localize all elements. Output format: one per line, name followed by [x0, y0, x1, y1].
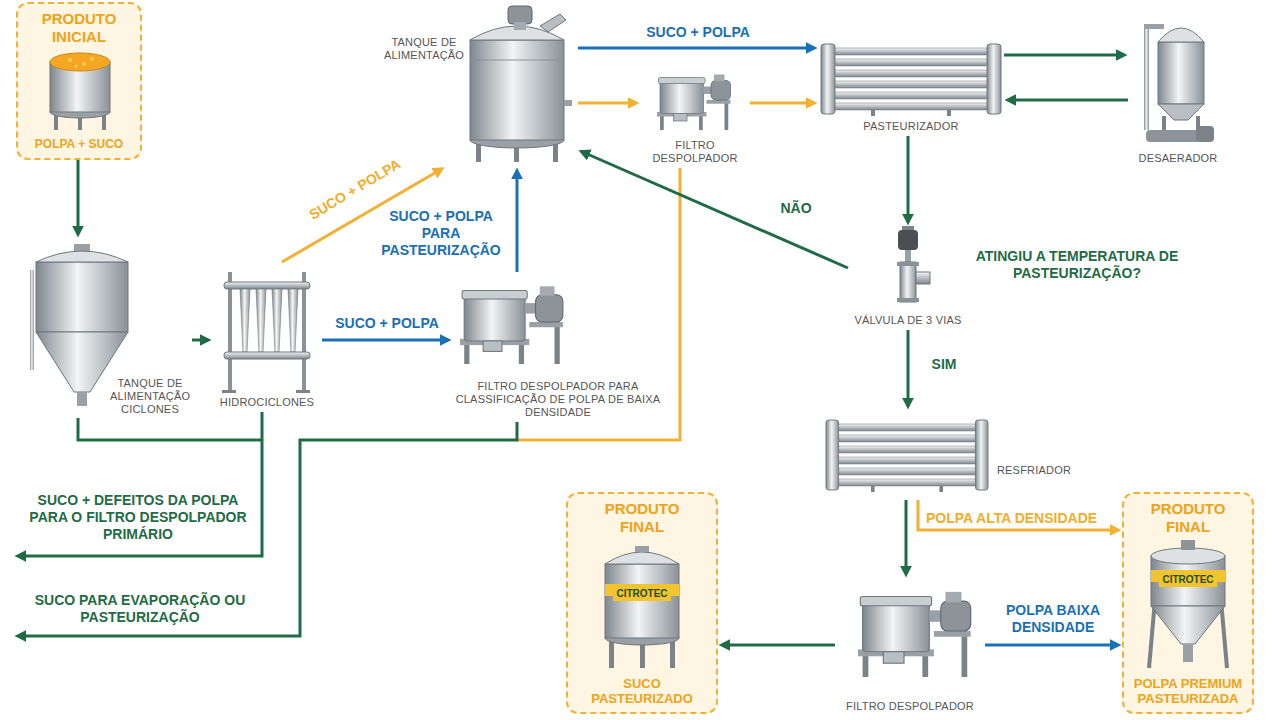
flow-arrow [750, 102, 808, 105]
brand-logo: CITROTEC [1159, 573, 1216, 587]
flow-arrow [322, 339, 442, 342]
deaerator: DESAERADOR [1128, 8, 1228, 168]
outlet-label: SUCO PARA EVAPORAÇÃO OU PASTEURIZAÇÃO [18, 592, 262, 626]
flow-arrow [77, 160, 80, 228]
deaerator-drawing [1144, 24, 1214, 142]
equipment-label: FILTRO DESPOLPADOR PARA CLASSIFICAÇÃO DE… [455, 380, 661, 419]
three-way-valve-drawing [897, 226, 930, 302]
flow-arrow [907, 330, 910, 400]
label-holder: CITROTEC [1152, 569, 1224, 587]
equipment-label: FILTRO DESPOLPADOR [645, 139, 745, 165]
cyclone-feed-tank-drawing [30, 244, 128, 406]
product-box: PRODUTO INICIAL POLPA + SUCO [16, 2, 142, 160]
equipment-label: RESFRIADOR [992, 464, 1076, 477]
product-box-fill [1122, 492, 1254, 714]
flow-arrow [516, 177, 519, 272]
flow-label: NÃO [776, 200, 816, 217]
label-holder: SUCO + DEFEITOS DA POLPA PARA O FILTRO D… [22, 492, 254, 543]
initial-tank [50, 53, 110, 130]
flow-arrow [192, 339, 202, 342]
equipment-label: TANQUE DE ALIMENTAÇÃO CICLONES [110, 377, 190, 416]
product-box: PRODUTO FINAL SUCO PASTEURIZADO [566, 492, 718, 714]
product-heading: PRODUTO FINAL [592, 500, 692, 536]
three-way-valve: VÁLVULA DE 3 VIAS [848, 226, 968, 330]
flow-arrow [578, 102, 630, 105]
pulp-filter: FILTRO DESPOLPADOR [640, 66, 750, 168]
flow-arrow [905, 500, 908, 568]
feed-tank-drawing [470, 6, 572, 162]
equipment-label: PASTEURIZADOR [826, 120, 996, 133]
label-holder: SUCO PARA EVAPORAÇÃO OU PASTEURIZAÇÃO [18, 592, 262, 626]
flow-arrow [587, 154, 848, 268]
equipment-label: HIDROCICLONES [214, 396, 320, 409]
pulp-filter-drawing [657, 75, 731, 131]
classification-filter: FILTRO DESPOLPADOR PARA CLASSIFICAÇÃO DE… [452, 272, 664, 422]
equipment-label: TANQUE DE ALIMENTAÇÃO [376, 36, 472, 62]
pulp-filter-drawing [460, 286, 563, 364]
equipment-label: FILTRO DESPOLPADOR [840, 700, 980, 713]
hydrocyclones-drawing [222, 272, 310, 393]
equipment-label: DESAERADOR [1130, 152, 1226, 165]
hydrocyclones: HIDROCICLONES [212, 262, 322, 412]
flow-label: SUCO + POLPA [327, 315, 447, 332]
product-heading: PRODUTO FINAL [1138, 500, 1238, 536]
edge-label-holder: POLPA ALTA DENSIDADE [926, 510, 1120, 527]
product-heading: PRODUTO INICIAL [29, 10, 129, 46]
product-name: SUCO PASTEURIZADO [582, 676, 702, 706]
edge-label-holder: SUCO + POLPA [327, 315, 447, 332]
outlet-line [78, 418, 262, 440]
pulp-filter-drawing [858, 592, 971, 677]
juice-tank-drawing [605, 546, 679, 668]
cooler: RESFRIADOR [822, 410, 1080, 500]
flow-label: SUCO + POLPA PARA PASTEURIZAÇÃO [374, 208, 508, 259]
outlet-label: SUCO + DEFEITOS DA POLPA PARA O FILTRO D… [22, 492, 254, 543]
equipment-label: VÁLVULA DE 3 VIAS [850, 314, 966, 327]
pulp-filter: FILTRO DESPOLPADOR [835, 578, 985, 716]
edge-label-holder: SIM [924, 356, 964, 373]
edge-label-holder: NÃO [776, 200, 816, 217]
edge-label-holder: SUCO + POLPA PARA PASTEURIZAÇÃO [374, 208, 508, 259]
brand-logo: CITROTEC [613, 587, 670, 601]
product-box-fill [16, 2, 142, 160]
product-name: POLPA PREMIUM PASTEURIZADA [1128, 676, 1248, 706]
label-holder: ATINGIU A TEMPERATURA DE PASTEURIZAÇÃO? [972, 248, 1182, 282]
flow-arrow [578, 47, 808, 50]
label-holder: CITROTEC [606, 583, 678, 601]
flow-arrow [1014, 99, 1128, 102]
flow-label: POLPA ALTA DENSIDADE [926, 510, 1120, 527]
product-box-fill [566, 492, 718, 714]
edge-label-holder: SUCO + POLPA [600, 24, 796, 41]
cooler-drawing [826, 420, 988, 492]
decision-question: ATINGIU A TEMPERATURA DE PASTEURIZAÇÃO? [972, 248, 1182, 282]
flow-arrow [1004, 54, 1118, 57]
flow-label: SUCO + POLPA [600, 24, 796, 41]
product-name: POLPA + SUCO [24, 137, 134, 152]
edge-label-holder: POLPA BAIXA DENSIDADE [990, 602, 1116, 636]
flow-arrow [985, 644, 1112, 647]
feed-tank: TANQUE DE ALIMENTAÇÃO [372, 2, 578, 167]
flow-label: POLPA BAIXA DENSIDADE [990, 602, 1116, 636]
pasteurizer: PASTEURIZADOR [818, 40, 1004, 136]
pasteurizer-drawing [821, 44, 1001, 116]
flow-label: SIM [924, 356, 964, 373]
pulp-tank-drawing [1149, 540, 1227, 668]
flow-arrow [907, 136, 910, 216]
cyclone-feed-tank: TANQUE DE ALIMENTAÇÃO CICLONES [22, 238, 192, 418]
product-box: PRODUTO FINAL POLPA PREMIUM PASTEURIZADA [1122, 492, 1254, 714]
flow-arrow [728, 644, 835, 647]
